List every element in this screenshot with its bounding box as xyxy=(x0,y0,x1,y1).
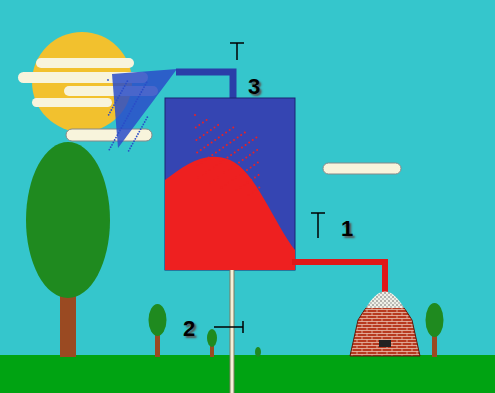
furnace-door xyxy=(379,340,391,347)
callout-number: 3 xyxy=(248,76,260,98)
cloud xyxy=(66,129,152,141)
red-liquid xyxy=(165,157,295,270)
valve-symbol xyxy=(311,213,325,238)
drain-pipe-inner xyxy=(231,270,234,393)
outlet-pipe xyxy=(176,72,233,98)
tree-crown xyxy=(26,142,110,298)
valve-symbol xyxy=(214,321,243,333)
feed-pipe xyxy=(292,262,385,300)
cloud xyxy=(323,163,401,174)
tank xyxy=(165,98,295,270)
ground xyxy=(0,355,495,393)
spray-droplets xyxy=(107,79,148,152)
callout-number: 1 xyxy=(341,218,353,240)
furnace-top xyxy=(366,292,404,309)
red-particles xyxy=(194,114,260,196)
valve-symbol xyxy=(230,43,244,60)
drain-pipe xyxy=(230,270,235,393)
callout-number: 2 xyxy=(183,318,195,340)
